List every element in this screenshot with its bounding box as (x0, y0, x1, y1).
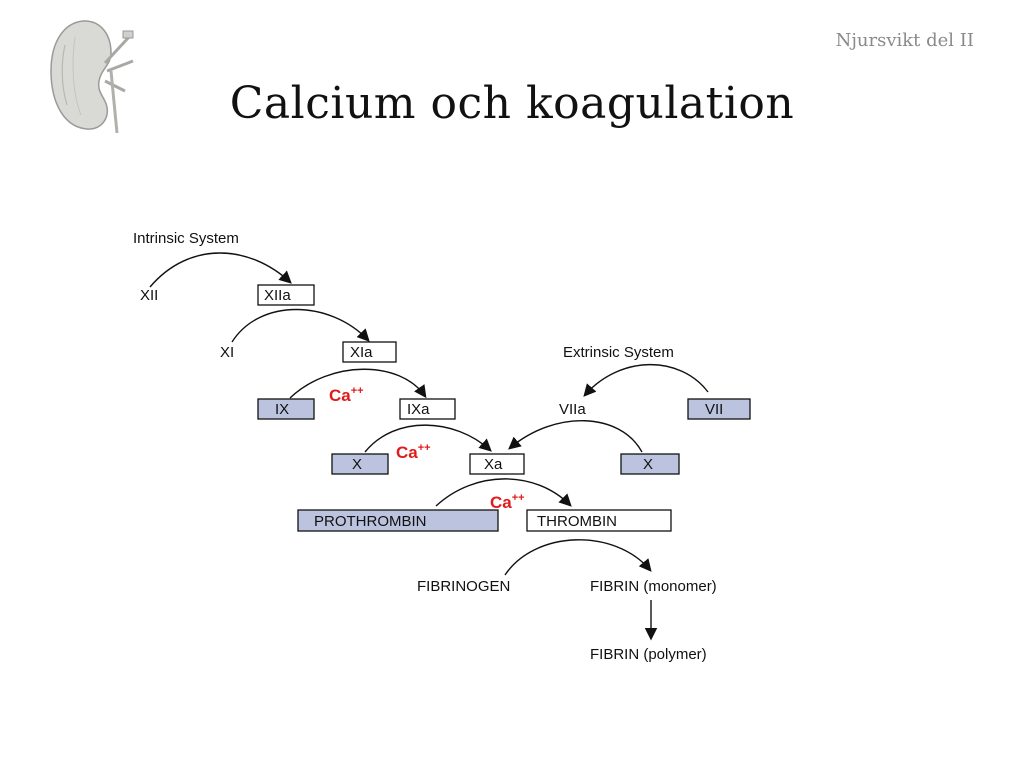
box-x-left (331, 453, 389, 475)
calcium-label-prothrombin: Ca++ (490, 492, 525, 512)
box-x-right (620, 453, 680, 475)
node-xiia: XIIa (264, 287, 291, 304)
arrow-prothrombin-thrombin (435, 478, 572, 507)
arrow-vii-viia (583, 364, 709, 397)
kidney-icon (50, 20, 134, 133)
calcium-label-ix: Ca++ (329, 385, 364, 405)
calcium-label-x: Ca++ (396, 442, 431, 462)
box-thrombin (526, 509, 672, 532)
node-thrombin: THROMBIN (537, 513, 617, 530)
node-fibrinogen: FIBRINOGEN (417, 578, 510, 595)
arrow-x-right-xa (508, 420, 643, 453)
node-ix: IX (275, 401, 289, 418)
node-fibrin-monomer: FIBRIN (monomer) (590, 578, 717, 595)
box-ixa (399, 398, 456, 420)
node-xia: XIa (350, 344, 373, 361)
node-ixa: IXa (407, 401, 430, 418)
node-xii: XII (140, 287, 158, 304)
node-xa: Xa (484, 456, 503, 473)
box-vii (687, 398, 751, 420)
extrinsic-system-label: Extrinsic System (563, 344, 674, 361)
node-vii: VII (705, 401, 723, 418)
arrow-x-xa (364, 424, 492, 453)
node-x-right: X (643, 456, 653, 473)
corner-title: Njursvikt del II (835, 30, 974, 51)
node-fibrin-polymer: FIBRIN (polymer) (590, 646, 707, 663)
arrow-xi-xia (231, 308, 370, 343)
intrinsic-system-label: Intrinsic System (133, 230, 239, 247)
node-prothrombin: PROTHROMBIN (314, 513, 427, 530)
node-xi: XI (220, 344, 234, 361)
arrow-ix-ixa (289, 368, 427, 399)
slide-title: Calcium och koagulation (229, 78, 795, 129)
box-ix (257, 398, 315, 420)
box-xia (342, 341, 397, 363)
arrow-fibrinogen-fibrin (504, 539, 652, 576)
box-xa (469, 453, 525, 475)
arrow-xii-xiia (149, 252, 292, 288)
box-xiia (257, 284, 315, 306)
node-viia: VIIa (559, 401, 586, 418)
node-x-left: X (352, 456, 362, 473)
box-prothrombin (297, 509, 499, 532)
